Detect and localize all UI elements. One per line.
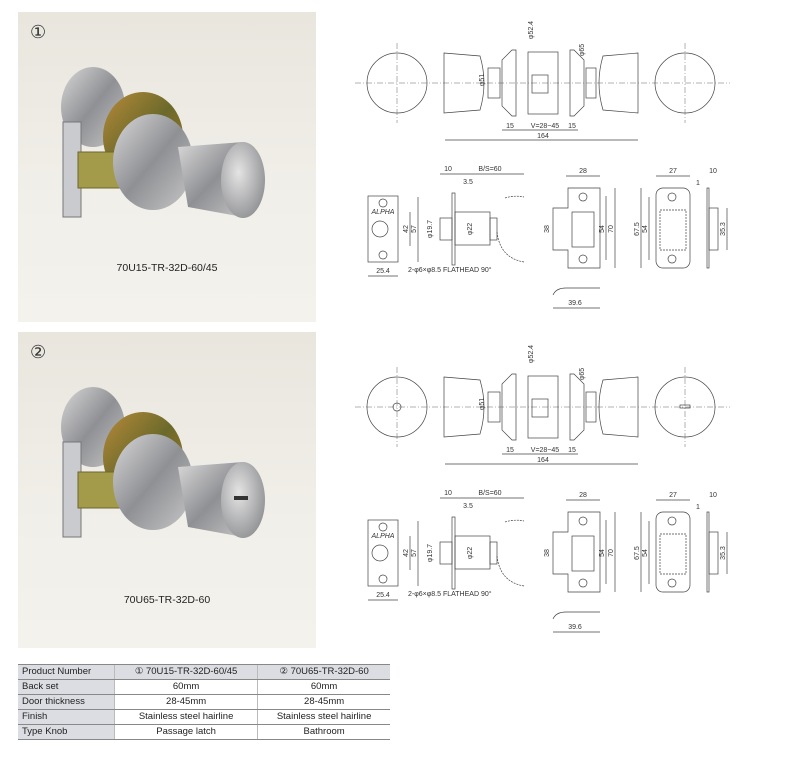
dimension-label: 10 bbox=[444, 166, 452, 173]
dimension-label: 10 bbox=[444, 490, 452, 497]
dimension-label: 38 bbox=[544, 549, 551, 557]
dimension-label: 25.4 bbox=[376, 592, 390, 599]
dimension-label: 10 bbox=[709, 492, 717, 499]
cell-value: Stainless steel hairline bbox=[113, 709, 258, 725]
screw-spec-label: 2-φ6×φ8.5 FLATHEAD 90° bbox=[408, 266, 492, 274]
product-photo-panel-1: ① 70U15-TR-32D-60/45 bbox=[18, 12, 316, 322]
dimension-label: 35.3 bbox=[720, 546, 727, 560]
dimension-label: 1 bbox=[696, 504, 700, 511]
cell-value: ② 70U65-TR-32D-60 bbox=[257, 664, 390, 680]
row-label: Type Knob bbox=[18, 724, 115, 740]
dimension-label: 15 bbox=[506, 447, 514, 454]
product-caption: 70U65-TR-32D-60 bbox=[123, 594, 211, 606]
dimension-label: φ65 bbox=[579, 44, 586, 56]
dimension-label: φ65 bbox=[579, 368, 586, 380]
dimension-label: 57 bbox=[411, 225, 418, 233]
dimension-label: 28 bbox=[579, 168, 587, 175]
row-label: Back set bbox=[18, 679, 115, 695]
dimension-label: 164 bbox=[537, 133, 549, 140]
dimension-label: φ51 bbox=[479, 398, 486, 410]
dimension-label: V=28~45 bbox=[531, 123, 560, 130]
dimension-label: φ52.4 bbox=[528, 21, 535, 39]
dimension-label: 67.5 bbox=[634, 546, 641, 560]
product-number-badge: ① bbox=[30, 22, 47, 42]
dimension-label: 38 bbox=[544, 225, 551, 233]
cell-value: 28-45mm bbox=[257, 694, 390, 710]
dimension-label: 15 bbox=[568, 123, 576, 130]
dimension-label: 164 bbox=[537, 457, 549, 464]
brand-mark: ALPHA bbox=[371, 209, 395, 216]
dimension-label: 54 bbox=[642, 549, 649, 557]
dimension-label: 70 bbox=[608, 225, 615, 233]
dimension-label: φ22 bbox=[467, 223, 474, 235]
cell-value: Bathroom bbox=[257, 724, 390, 740]
dimension-label: 39.6 bbox=[568, 624, 582, 631]
dimension-label: B/S=60 bbox=[478, 166, 501, 173]
screw-spec-label: 2-φ6×φ8.5 FLATHEAD 90° bbox=[408, 590, 492, 598]
dimension-label: 15 bbox=[506, 123, 514, 130]
knob-elevation: 15 V=28~45 15 164 φ52.4 φ65 φ51 bbox=[355, 345, 730, 465]
dimension-label: 10 bbox=[709, 168, 717, 175]
dimension-label: 3.5 bbox=[463, 503, 473, 510]
dimension-label: 28 bbox=[579, 492, 587, 499]
knob-photo bbox=[38, 52, 298, 267]
dimension-label: φ19.7 bbox=[427, 544, 434, 562]
row-label: Door thickness bbox=[18, 694, 115, 710]
product-number-badge: ② bbox=[30, 342, 47, 362]
dimension-label: φ22 bbox=[467, 547, 474, 559]
cell-value: 60mm bbox=[113, 679, 258, 695]
dimension-label: 15 bbox=[568, 447, 576, 454]
dimension-label: 35.3 bbox=[720, 222, 727, 236]
knob-photo bbox=[38, 372, 298, 587]
dimension-label: 42 bbox=[403, 549, 410, 557]
cell-value: Passage latch bbox=[113, 724, 258, 740]
dimension-label: φ51 bbox=[479, 74, 486, 86]
product-photo-panel-2: ② 70U65-TR-32D-60 bbox=[18, 332, 316, 648]
dimension-label: 54 bbox=[599, 225, 606, 233]
dimension-label: 27 bbox=[669, 168, 677, 175]
dimension-label: 70 bbox=[608, 549, 615, 557]
cell-value: 28-45mm bbox=[113, 694, 258, 710]
cell-value: Stainless steel hairline bbox=[257, 709, 390, 725]
dimension-label: 25.4 bbox=[376, 268, 390, 275]
dimension-label: 3.5 bbox=[463, 179, 473, 186]
cell-value: 60mm bbox=[257, 679, 390, 695]
dimension-label: 54 bbox=[642, 225, 649, 233]
row-label: Product Number bbox=[18, 664, 115, 680]
dimension-label: V=28~45 bbox=[531, 447, 560, 454]
dimension-label: φ52.4 bbox=[528, 345, 535, 363]
dimension-label: 39.6 bbox=[568, 300, 582, 307]
brand-mark: ALPHA bbox=[371, 533, 395, 540]
dimension-label: 57 bbox=[411, 549, 418, 557]
dimension-label: B/S=60 bbox=[478, 490, 501, 497]
dimension-label: 42 bbox=[403, 225, 410, 233]
dimension-label: φ19.7 bbox=[427, 220, 434, 238]
dimension-label: 27 bbox=[669, 492, 677, 499]
product-caption: 70U15-TR-32D-60/45 bbox=[116, 262, 218, 274]
cell-value: ① 70U15-TR-32D-60/45 bbox=[113, 664, 258, 680]
dimension-label: 54 bbox=[599, 549, 606, 557]
knob-elevation: 15 V=28~45 15 164 φ52.4 φ65 φ51 bbox=[355, 21, 730, 141]
dimension-label: 1 bbox=[696, 180, 700, 187]
row-label: Finish bbox=[18, 709, 115, 725]
dimension-label: 67.5 bbox=[634, 222, 641, 236]
